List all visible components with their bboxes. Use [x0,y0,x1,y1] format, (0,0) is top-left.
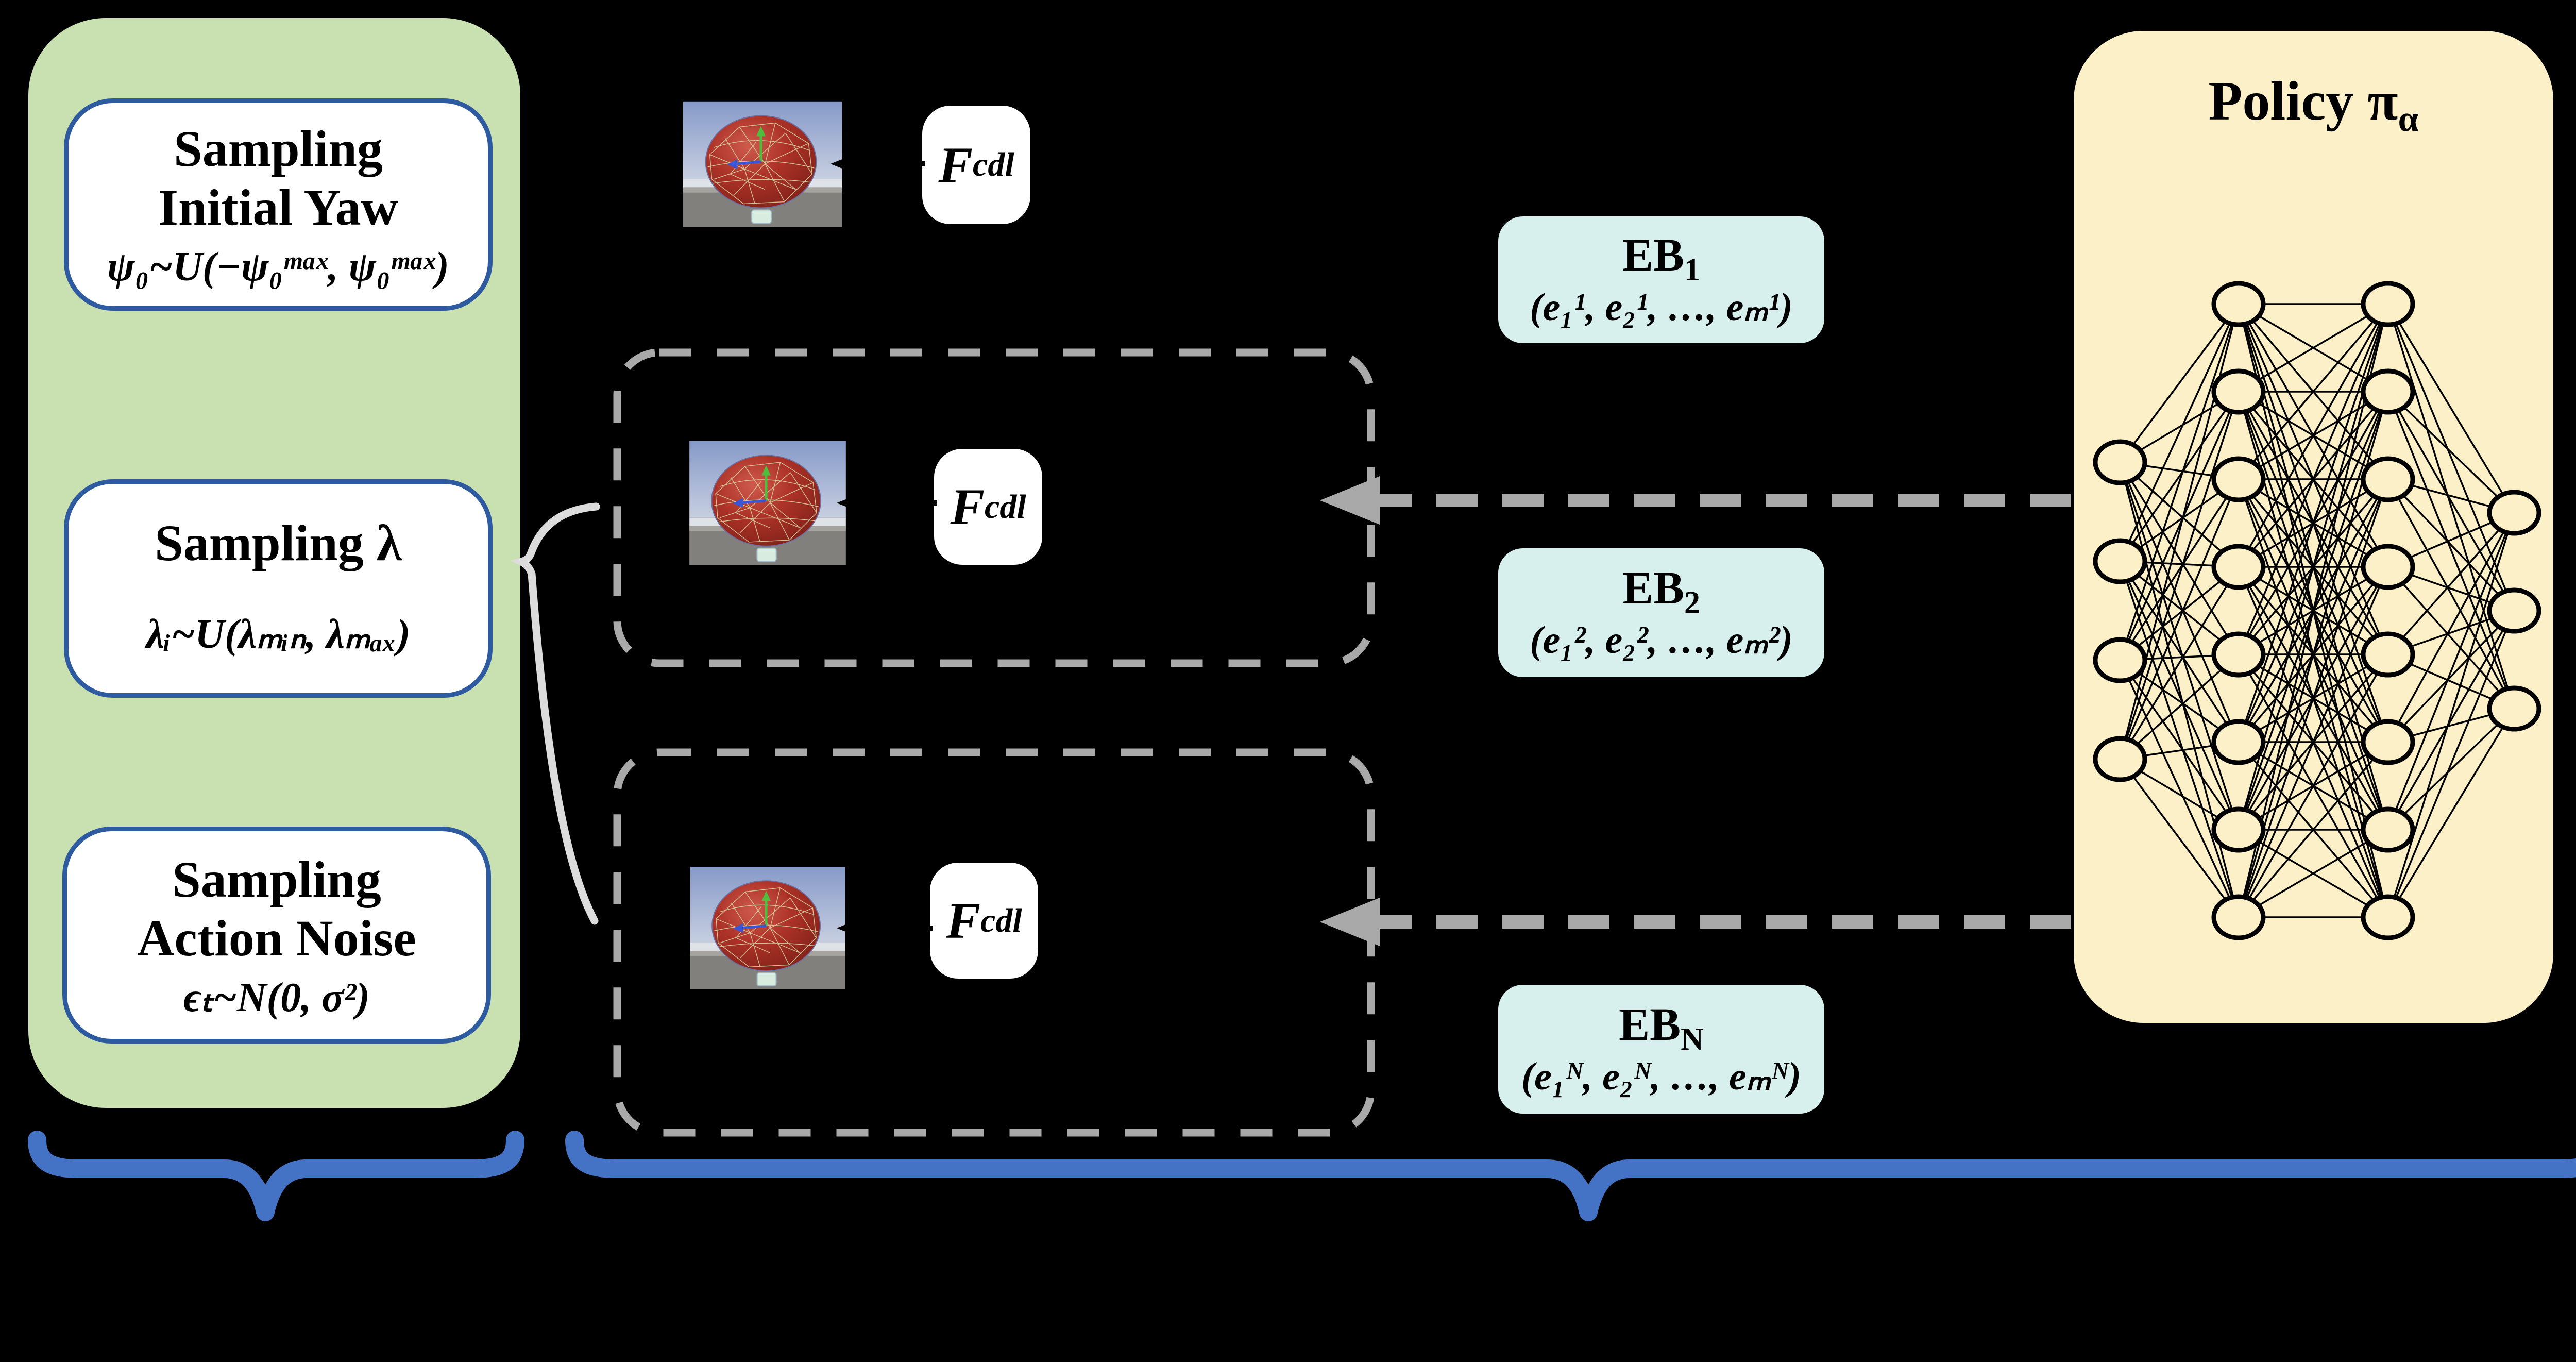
policy-action-dashed-arrow-2 [1320,898,2076,946]
sampling-lambda-formula: λᵢ~U(λₘᵢₙ, λₘₐₓ) [146,612,411,657]
experience-buffer-1: EB1 (e₁¹, e₂¹, …, eₘ¹) [1498,216,1824,343]
ebN-tuple: (e₁ᴺ, e₂ᴺ, …, eₘᴺ) [1521,1055,1802,1099]
experience-buffer-N: EBN (e₁ᴺ, e₂ᴺ, …, eₘᴺ) [1498,985,1824,1114]
brace-sampling-section [28,1131,524,1221]
sampling-action-noise-title-line1: Sampling [172,850,381,908]
left-arrowhead-icon [1320,476,1380,525]
sampling-action-noise-formula: ϵₜ~N(0, σ²) [183,974,370,1020]
eb2-sub: 2 [1684,585,1701,621]
fcdl-label-3: F [946,892,981,949]
sampling-initial-yaw-title-line2: Initial Yaw [158,179,398,236]
fcdl-label-1: F [938,136,973,194]
ebN-sub: N [1681,1022,1704,1057]
sampling-lambda-box: Sampling λ λᵢ~U(λₘᵢₙ, λₘₐₓ) [64,479,493,698]
sampling-action-noise-box: Sampling Action Noise ϵₜ~N(0, σ²) [62,827,491,1044]
simulated-blimp-image-3 [688,867,847,989]
policy-box [2074,31,2553,1023]
sampling-action-noise-title-line2: Action Noise [137,909,416,967]
simulated-blimp-image-2 [688,441,847,565]
fcdl-label-2: F [950,478,985,535]
left-arrowhead-icon [1320,898,1380,946]
eb1-tuple: (e₁¹, e₂¹, …, eₘ¹) [1530,285,1793,329]
sampling-initial-yaw-title-line1: Sampling [174,120,383,177]
policy-title: Policy πα [2074,70,2553,141]
sampling-initial-yaw-box: Sampling Initial Yaw ψ₀~U(−ψ₀ᵐᵃˣ, ψ₀ᵐᵃˣ) [64,98,493,311]
ebN-label: EB [1619,999,1681,1051]
brace-simulation-section [565,1131,2576,1221]
policy-title-sub: α [2398,98,2419,140]
eb2-label: EB [1622,563,1685,614]
simulated-blimp-image-1 [683,101,842,227]
eb2-tuple: (e₁², e₂², …, eₘ²) [1530,618,1793,662]
fcdl-to-blimp-arrows [870,161,937,931]
sampling-initial-yaw-formula: ψ₀~U(−ψ₀ᵐᵃˣ, ψ₀ᵐᵃˣ) [107,244,449,290]
sampling-lambda-title: Sampling λ [155,514,402,571]
policy-title-text: Policy π [2208,71,2398,132]
policy-action-dashed-arrow-1 [1320,476,2076,525]
policy-network-svg [2093,281,2541,940]
eb1-sub: 1 [1684,253,1701,288]
experience-buffer-2: EB2 (e₁², e₂², …, eₘ²) [1498,548,1824,677]
lambda-split-connector [510,502,600,925]
eb1-label: EB [1622,230,1685,281]
